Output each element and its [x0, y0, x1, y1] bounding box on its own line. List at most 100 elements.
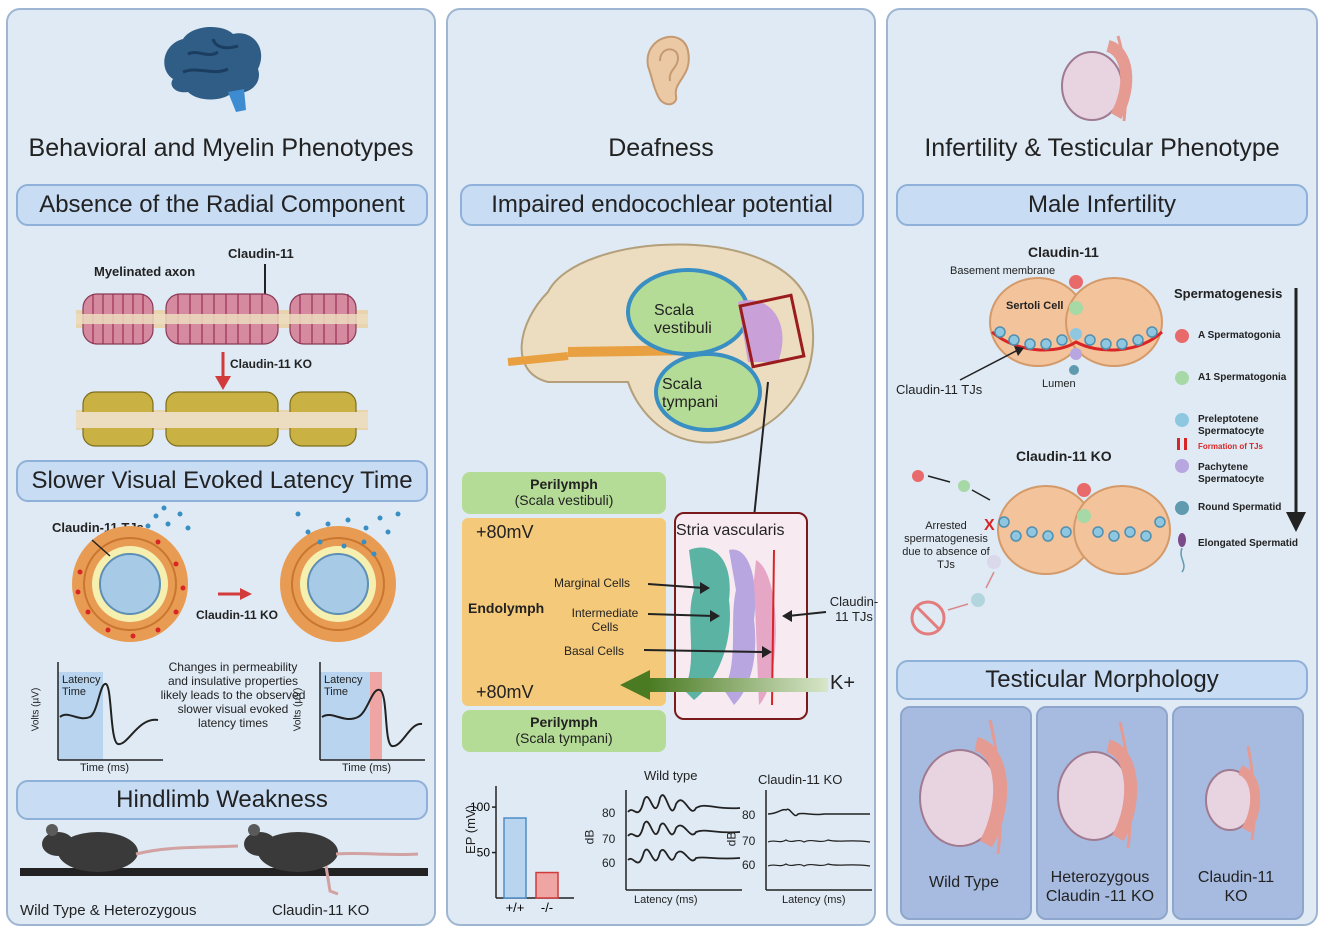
time-axis-label-2: Time (ms) [342, 762, 392, 774]
claudin11-label: Claudin-11 [228, 246, 294, 261]
spermatogenesis-legend-markers [1175, 329, 1189, 573]
morph-het-label: Heterozygous Claudin -11 KO [1045, 869, 1155, 905]
ep-tick-label: 50 [477, 846, 491, 860]
wt-latency-label: Latency (ms) [634, 894, 698, 906]
ko-latency-label: Latency (ms) [782, 894, 846, 906]
legend-a-spermatogonia: A Spermatogonia [1198, 330, 1281, 341]
svg-text:X: X [984, 517, 995, 534]
time-axis-label-1: Time (ms) [80, 762, 130, 774]
cochlea-diagram [507, 243, 815, 673]
mouse-right-label: Claudin-11 KO [272, 902, 370, 919]
ko-tick-80: 80 [742, 808, 756, 822]
spermatogenesis-title: Spermatogenesis [1174, 286, 1283, 301]
panel2-title: Deafness [608, 134, 714, 162]
endolymph-box [462, 518, 666, 706]
latency-time-label-1: Latency Time [62, 674, 101, 698]
ep-bar-chart: 50 100 +/+ -/- [470, 786, 574, 915]
endolymph-label: Endolymph [468, 600, 545, 616]
intermediate-cells-label: Intermediate Cells [571, 606, 639, 634]
sertoli-ko-diagram: X [910, 470, 1171, 636]
panel-myelin: Behavioral and Myelin Phenotypes Absence… [6, 8, 436, 926]
basal-cells-label: Basal Cells [564, 644, 625, 658]
ko-abr-title: Claudin-11 KO [758, 772, 843, 787]
wt-db-label: dB [582, 829, 597, 845]
brain-icon [164, 27, 262, 112]
basement-membrane-label: Basement membrane [950, 265, 1056, 277]
legend-preleptotene: Preleptotene Spermatocyte [1198, 414, 1265, 437]
section-visual-latency: Slower Visual Evoked Latency Time [16, 460, 428, 502]
mv-top-label: +80mV [476, 522, 534, 542]
formation-tjs-label: Formation of TJs [1198, 442, 1263, 451]
ko-tick-70: 70 [742, 834, 756, 848]
perilymph-bottom-label: Perilymph [530, 714, 598, 730]
claudin11-ko-label: Claudin-11 KO [230, 357, 313, 371]
claudin11-title: Claudin-11 [1028, 244, 1099, 260]
legend-round-spermatid: Round Spermatid [1198, 502, 1282, 513]
latency-time-label-2: Latency Time [324, 674, 363, 698]
myelin-axon-diagram [76, 264, 368, 447]
marginal-cells-label: Marginal Cells [554, 576, 631, 590]
testis-wt-icon [919, 719, 1008, 855]
ep-bar-0 [503, 817, 527, 899]
arrested-label: Arrested spermatogenesis due to absence … [902, 520, 990, 571]
mouse-illustration [20, 824, 428, 896]
sertoli-cell-label: Sertoli Cell [1006, 300, 1064, 312]
tjs-arrow [959, 346, 1024, 381]
ep-category-label: +/+ [506, 900, 525, 915]
section-testicular-morphology: Testicular Morphology [896, 660, 1308, 700]
ep-axis-label: EP (mV) [462, 805, 478, 854]
myelinated-axon-label: Myelinated axon [94, 264, 196, 279]
legend-elongated-spermatid: Elongated Spermatid [1198, 538, 1299, 549]
perilymph-bottom-box: Perilymph (Scala tympani) [462, 710, 666, 752]
section-endocochlear: Impaired endocochlear potential [460, 184, 864, 226]
section-hindlimb: Hindlimb Weakness [16, 780, 428, 820]
wt-tick-80: 80 [602, 806, 616, 820]
volts-axis-label-1: Volts (µV) [30, 687, 42, 732]
wild-type-abr-title: Wild type [644, 768, 698, 783]
volts-axis-label-2: Volts (µV) [292, 687, 304, 732]
claudin11-tjs-label-3: Claudin-11 TJs [896, 382, 983, 397]
panel-deafness: Deafness Impaired endocochlear potential… [446, 8, 878, 926]
mv-bottom-label: +80mV [476, 682, 534, 702]
panel-infertility: Infertility & Testicular Phenotype Male … [886, 8, 1318, 926]
lumen-label: Lumen [1042, 378, 1076, 390]
claudin11-ko-title: Claudin-11 KO [1016, 448, 1112, 464]
wt-tick-60: 60 [602, 856, 616, 870]
perilymph-top-sub: (Scala vestibuli) [514, 492, 614, 508]
wt-tick-70: 70 [602, 832, 616, 846]
section-radial: Absence of the Radial Component [16, 184, 428, 226]
legend-a1-spermatogonia: A1 Spermatogonia [1198, 372, 1287, 383]
ko-db-label: dB [724, 831, 739, 847]
scala-vestibuli-label: Scala vestibuli [654, 302, 712, 337]
ko-tick-60: 60 [742, 858, 756, 872]
stria-vascularis-label: Stria vascularis [676, 522, 785, 539]
wild-type-abr-plot [625, 790, 742, 891]
scala-tympani-label: Scala tympani [662, 376, 719, 411]
ep-category-label: -/- [541, 900, 553, 915]
testis-ko-icon [1205, 745, 1261, 841]
ear-icon [646, 35, 690, 106]
perilymph-bottom-sub: (Scala tympani) [515, 730, 613, 746]
testis-icon [1061, 35, 1133, 122]
stria-arrows [620, 582, 828, 700]
claudin11-ko-label-2: Claudin-11 KO [196, 608, 279, 622]
latency-plot-ko [319, 662, 425, 761]
morph-wt-label: Wild Type [929, 874, 999, 891]
perilymph-top-label: Perilymph [530, 476, 598, 492]
panel1-title: Behavioral and Myelin Phenotypes [28, 134, 414, 162]
sertoli-wt-diagram [989, 275, 1164, 375]
ep-bar-1 [535, 871, 559, 899]
k-plus-label: K+ [830, 672, 856, 694]
section-male-infertility: Male Infertility [896, 184, 1308, 226]
latency-note: Changes in permeability and insulative p… [160, 660, 306, 730]
latency-plot-wt [57, 662, 163, 761]
mouse-left-label: Wild Type & Heterozygous [20, 902, 197, 919]
myelin-cross-section [72, 505, 401, 642]
claudin11-tjs-label-2: Claudin-11 TJs [829, 594, 879, 624]
testis-het-icon [1057, 721, 1138, 849]
ko-abr-plot [765, 790, 872, 891]
ep-tick-label: 100 [470, 800, 490, 814]
panel3-title: Infertility & Testicular Phenotype [924, 134, 1280, 162]
spermatogenesis-arrow [1286, 288, 1306, 532]
morph-ko-label: Claudin-11 KO [1197, 869, 1275, 905]
